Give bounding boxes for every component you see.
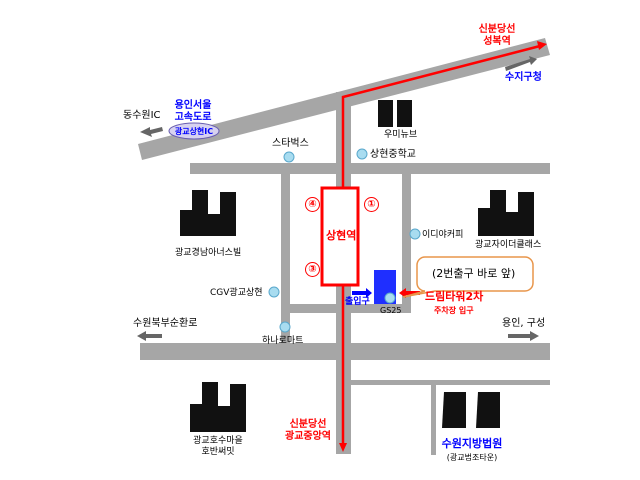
parking-entrance: 주차장 입구 bbox=[434, 306, 474, 315]
arrow-dongsuwon-icon bbox=[140, 127, 163, 137]
poi-starbucks: 스타벅스 bbox=[272, 138, 309, 149]
poi-gyeongnam: 광교경남아너스빌 bbox=[175, 248, 242, 258]
exit-3: ③ bbox=[305, 262, 320, 277]
poi-ediya-icon bbox=[409, 228, 421, 240]
station-box bbox=[320, 186, 360, 287]
exit-4: ④ bbox=[305, 197, 320, 212]
route-arrow-south-icon bbox=[339, 443, 347, 452]
road-top-horizontal bbox=[190, 163, 550, 174]
dest-suwon-north: 수원북부순환로 bbox=[133, 318, 198, 329]
direction-arrows bbox=[137, 56, 539, 341]
poi-hanaro-icon bbox=[279, 321, 291, 333]
expressway-ic: 광교상현IC bbox=[174, 127, 214, 136]
poi-markers bbox=[268, 148, 421, 333]
route-north-line: 신분당선 bbox=[478, 24, 516, 35]
poi-hanaro: 하나로마트 bbox=[262, 336, 304, 346]
callout-bubble bbox=[402, 256, 534, 298]
dest-suji: 수지구청 bbox=[505, 72, 542, 83]
poi-middle-school: 상현중학교 bbox=[370, 149, 416, 160]
road-court-horizontal bbox=[350, 380, 550, 385]
route-south-line: 신분당선 bbox=[289, 419, 327, 430]
route-south-station: 광교중앙역 bbox=[285, 431, 331, 442]
subway-route bbox=[341, 44, 541, 447]
target-arrow-icon bbox=[399, 288, 420, 298]
building-gyeongnam-icon bbox=[180, 190, 236, 236]
arrow-yongin-icon bbox=[508, 331, 539, 341]
route-arrow-north-icon bbox=[537, 41, 547, 50]
target-name: 드림타워2차 bbox=[425, 290, 484, 303]
poi-umi: 우미뉴브 bbox=[384, 130, 418, 140]
entrance-arrow-icon bbox=[352, 288, 372, 298]
building-court-icon bbox=[442, 392, 500, 428]
arrow-suji-icon bbox=[505, 56, 537, 71]
poi-cgv: CGV광교상현 bbox=[210, 288, 263, 298]
poi-hosu-line2: 호반써밋 bbox=[201, 447, 235, 457]
road-left-vertical bbox=[281, 173, 290, 345]
road-right-vertical bbox=[402, 173, 411, 308]
road-court-vertical bbox=[431, 383, 436, 455]
expressway-line1: 용인서울 bbox=[174, 100, 212, 111]
station-name: 상현역 bbox=[326, 229, 357, 242]
callout-text: (2번출구 바로 앞) bbox=[432, 267, 516, 280]
buildings bbox=[180, 100, 534, 432]
poi-xi: 광교자이더클래스 bbox=[475, 240, 542, 250]
poi-starbucks-icon bbox=[283, 151, 295, 163]
dest-dongsuwon: 동수원IC bbox=[123, 110, 161, 121]
building-umi-icon bbox=[378, 100, 412, 127]
poi-gs25-icon bbox=[384, 292, 396, 304]
poi-ediya: 이디야커피 bbox=[422, 230, 464, 240]
poi-court: 수원지방법원 bbox=[441, 437, 503, 450]
building-xi-icon bbox=[478, 190, 534, 236]
entrance-label: 출입구 bbox=[345, 297, 370, 307]
route-north-station: 성복역 bbox=[483, 36, 511, 47]
exit-1: ① bbox=[364, 197, 379, 212]
poi-court-sub: (광교법조타운) bbox=[446, 453, 498, 462]
building-hosu-icon bbox=[190, 382, 246, 432]
poi-middle-school-icon bbox=[356, 148, 368, 160]
ic-badge bbox=[168, 122, 220, 140]
poi-cgv-icon bbox=[268, 286, 280, 298]
poi-gs25: GS25 bbox=[380, 306, 402, 315]
dest-yongin: 용인, 구성 bbox=[502, 318, 546, 329]
expressway-line2: 고속도로 bbox=[174, 112, 212, 123]
poi-hosu-line1: 광교호수마을 bbox=[193, 436, 243, 446]
arrow-suwon-north-icon bbox=[137, 331, 162, 341]
